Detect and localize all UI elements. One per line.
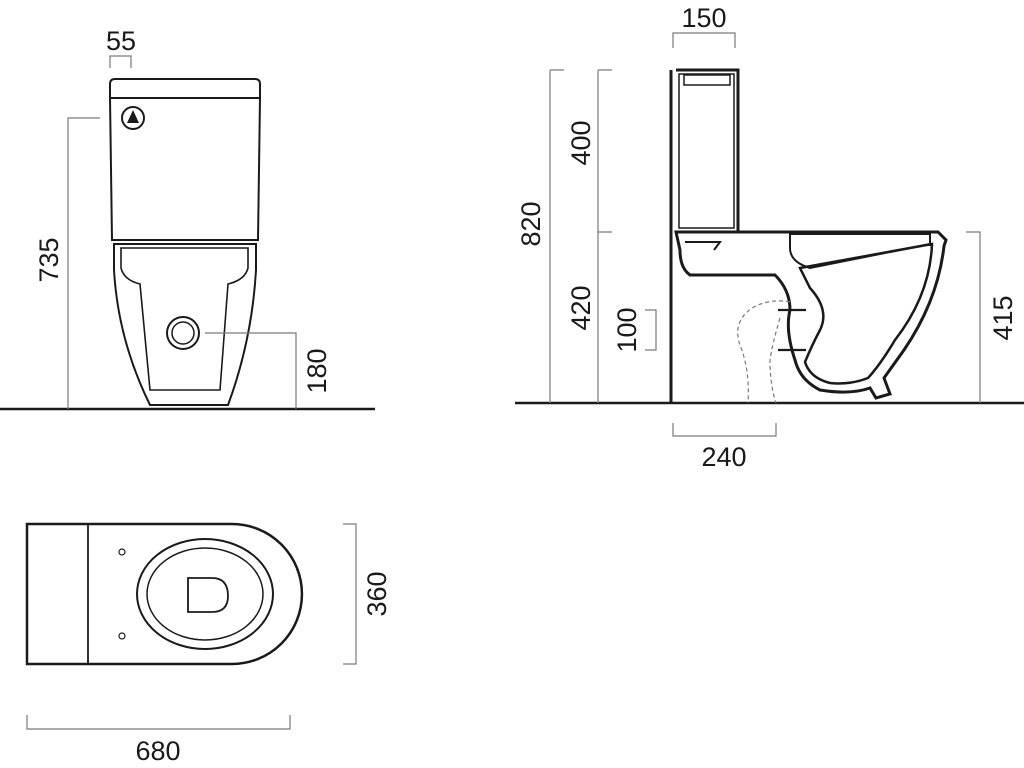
front-pan-outer [113, 243, 257, 406]
side-base-detail [685, 241, 722, 251]
dim-415-line [966, 231, 981, 403]
top-outlet [187, 577, 229, 613]
front-outlet-outer [166, 316, 200, 350]
dim-415-label: 415 [988, 295, 1018, 340]
top-hinge-hole-2 [118, 632, 126, 640]
side-cistern-top-detail [683, 74, 731, 86]
dim-420-label: 420 [566, 285, 596, 330]
top-bowl-inner [146, 547, 264, 641]
top-view: 360 680 [25, 522, 392, 766]
dim-100-label: 100 [612, 307, 642, 352]
dim-680-bracket [26, 715, 291, 730]
dim-735-label: 735 [34, 237, 64, 282]
dim-400-label: 400 [566, 120, 596, 165]
dim-180-label: 180 [302, 348, 332, 393]
dim-240-bracket [672, 423, 777, 437]
dim-55-bracket [109, 55, 132, 68]
front-outlet-inner [171, 321, 195, 345]
front-cistern-lid [109, 78, 261, 98]
side-pan-outer [674, 230, 948, 400]
top-bowl-rim [136, 538, 274, 650]
flush-button-arrow-icon [127, 110, 139, 123]
side-bowl-inner [798, 242, 934, 385]
dim-820-line [549, 69, 564, 403]
dim-150-label: 150 [681, 3, 726, 33]
dim-680-label: 680 [135, 736, 180, 766]
dim-55-label: 55 [106, 26, 136, 56]
dim-100-bracket [645, 309, 657, 351]
dim-400-420-line [597, 69, 612, 403]
side-cistern-inner [678, 73, 735, 229]
side-pan-seat [789, 233, 931, 270]
dim-180-line [205, 332, 297, 409]
dim-735-line [67, 117, 100, 409]
dim-360-label: 360 [362, 571, 392, 616]
flush-button [121, 106, 145, 130]
dim-240-label: 240 [701, 442, 746, 472]
side-view: 150 820 400 420 100 415 240 [515, 3, 1024, 472]
top-outline [25, 522, 304, 666]
top-hinge-hole-1 [118, 548, 126, 556]
front-view: 55 735 180 [0, 26, 375, 411]
dim-820-label: 820 [516, 201, 546, 246]
dim-150-bracket [672, 32, 736, 48]
side-cistern-outer [676, 68, 740, 234]
side-outlet-dashed [737, 300, 791, 404]
dim-360-bracket [343, 523, 357, 665]
front-pan-inner [120, 247, 249, 391]
